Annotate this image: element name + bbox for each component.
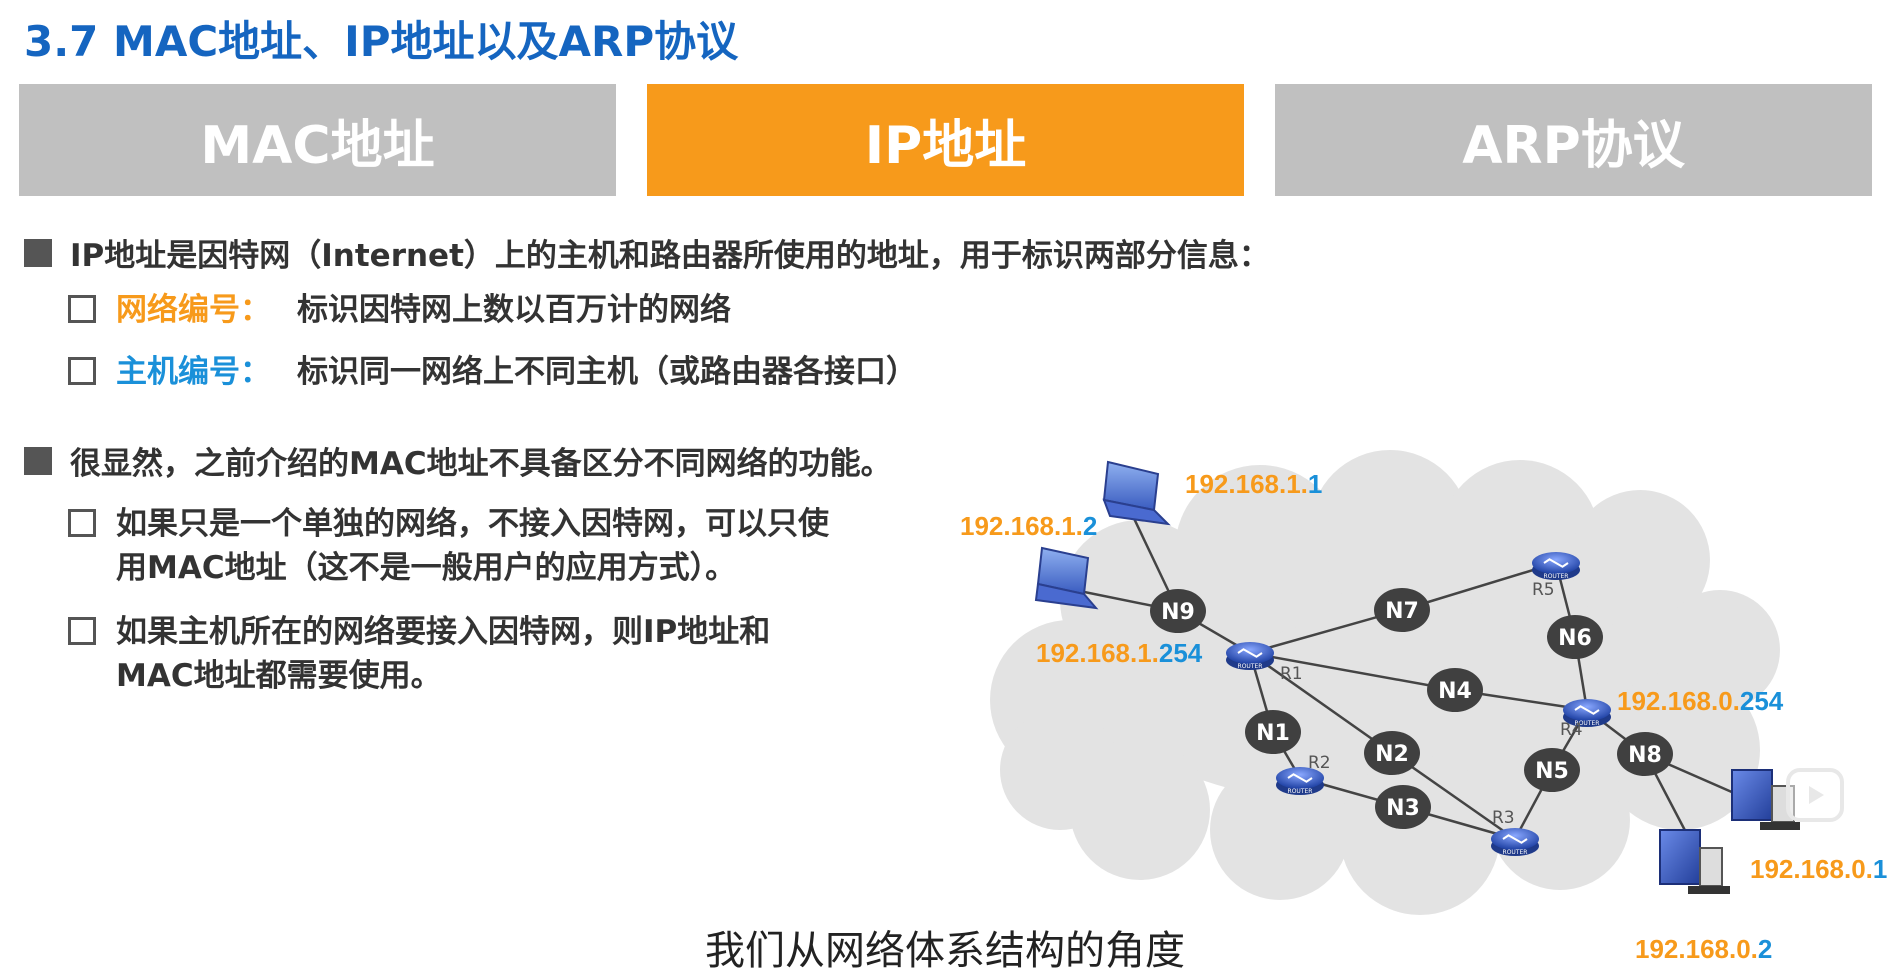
ip-label-192-168-1-254: 192.168.1.254 xyxy=(1036,638,1203,668)
network-node-n6: N6 xyxy=(1547,615,1603,659)
cloud-shape xyxy=(990,450,1780,915)
router-r3-icon: ROUTER xyxy=(1491,828,1539,856)
svg-text:N7: N7 xyxy=(1385,599,1419,624)
empty-square-bullet-icon xyxy=(68,509,96,537)
sub-item-text: 标识同一网络上不同主机（或路由器各接口） xyxy=(297,354,917,390)
svg-text:N4: N4 xyxy=(1438,679,1472,704)
desktop-pc-icon xyxy=(1659,829,1730,894)
ip-label-192-168-0-254: 192.168.0.254 xyxy=(1617,686,1784,716)
ip-label-192-168-1-2: 192.168.1.2 xyxy=(960,511,1097,541)
sub-item-text: 标识因特网上数以百万计的网络 xyxy=(297,292,731,328)
sub-item-text-line2: MAC地址都需要使用。 xyxy=(116,658,442,694)
router-label-r4: R4 xyxy=(1560,720,1583,740)
router-r5-icon: ROUTER xyxy=(1532,552,1580,580)
keyword-network-number: 网络编号： xyxy=(116,292,271,328)
router-r1-icon: ROUTER xyxy=(1226,642,1274,670)
tab-mac-address[interactable]: MAC地址 xyxy=(19,84,616,196)
ip-label-192-168-1-1: 192.168.1.1 xyxy=(1185,469,1322,499)
sub-item-text-line1: 如果只是一个单独的网络，不接入因特网，可以只使 xyxy=(116,506,829,542)
svg-text:ROUTER: ROUTER xyxy=(1288,788,1313,795)
page-title: 3.7 MAC地址、IP地址以及ARP协议 xyxy=(24,17,739,66)
svg-text:N8: N8 xyxy=(1628,743,1662,768)
routers: ROUTER ROUTER ROUTER ROUTER ROUTER xyxy=(1226,552,1611,856)
svg-text:N3: N3 xyxy=(1386,796,1420,821)
play-icon xyxy=(1809,786,1824,804)
network-node-n2: N2 xyxy=(1364,731,1420,775)
network-node-n9: N9 xyxy=(1150,589,1206,633)
sub-item-network-number: 网络编号： 标识因特网上数以百万计的网络 xyxy=(68,288,731,332)
bullet-ip-definition: IP地址是因特网（Internet）上的主机和路由器所使用的地址，用于标识两部分… xyxy=(24,230,1270,275)
tab-ip-address[interactable]: IP地址 xyxy=(647,84,1244,196)
router-r4-icon: ROUTER xyxy=(1563,699,1611,727)
router-label-r5: R5 xyxy=(1532,580,1555,600)
svg-text:N2: N2 xyxy=(1375,742,1409,767)
network-node-n8: N8 xyxy=(1617,732,1673,776)
empty-square-bullet-icon xyxy=(68,617,96,645)
router-label-r1: R1 xyxy=(1280,664,1303,684)
video-subtitle: 我们从网络体系结构的角度 xyxy=(705,928,1185,974)
network-topology-diagram: N9 N7 N6 N4 N1 N2 N5 N3 xyxy=(960,450,1887,964)
video-play-button[interactable] xyxy=(1786,768,1844,822)
svg-text:ROUTER: ROUTER xyxy=(1544,573,1569,580)
svg-text:N5: N5 xyxy=(1535,759,1569,784)
network-node-n3: N3 xyxy=(1375,785,1431,829)
svg-text:N6: N6 xyxy=(1558,626,1592,651)
router-label-r2: R2 xyxy=(1308,753,1331,773)
network-node-n1: N1 xyxy=(1245,710,1301,754)
empty-square-bullet-icon xyxy=(68,357,96,385)
network-node-n4: N4 xyxy=(1427,668,1483,712)
laptop-icon xyxy=(1034,546,1099,610)
sub-item-internet-network: 如果主机所在的网络要接入因特网，则IP地址和 MAC地址都需要使用。 xyxy=(68,610,770,698)
router-r2-icon: ROUTER xyxy=(1276,767,1324,795)
svg-text:ROUTER: ROUTER xyxy=(1503,849,1528,856)
network-node-n5: N5 xyxy=(1524,748,1580,792)
network-node-n7: N7 xyxy=(1374,588,1430,632)
router-label-r3: R3 xyxy=(1492,808,1515,828)
network-nodes: N9 N7 N6 N4 N1 N2 N5 N3 xyxy=(1150,588,1673,829)
sub-item-host-number: 主机编号： 标识同一网络上不同主机（或路由器各接口） xyxy=(68,350,917,394)
svg-text:N9: N9 xyxy=(1161,600,1195,625)
filled-square-bullet-icon xyxy=(24,446,52,475)
ip-labels: 192.168.1.1 192.168.1.2 192.168.1.254 19… xyxy=(960,469,1887,964)
sub-item-text-line2: 用MAC地址（这不是一般用户的应用方式）。 xyxy=(116,550,737,586)
router-labels: R1 R2 R3 R4 R5 xyxy=(1280,580,1583,828)
ip-label-192-168-0-1: 192.168.0.1 xyxy=(1750,854,1887,884)
sub-item-standalone-network: 如果只是一个单独的网络，不接入因特网，可以只使 用MAC地址（这不是一般用户的应… xyxy=(68,502,829,590)
svg-text:N1: N1 xyxy=(1256,721,1290,746)
keyword-host-number: 主机编号： xyxy=(116,354,271,390)
tab-bar: MAC地址 IP地址 ARP协议 xyxy=(19,84,1872,196)
filled-square-bullet-icon xyxy=(24,238,52,267)
bullet-mac-limitation: 很显然，之前介绍的MAC地址不具备区分不同网络的功能。 xyxy=(24,438,892,483)
tab-arp-protocol[interactable]: ARP协议 xyxy=(1275,84,1872,196)
empty-square-bullet-icon xyxy=(68,295,96,323)
svg-text:ROUTER: ROUTER xyxy=(1238,663,1263,670)
laptop-icon xyxy=(1102,460,1171,526)
bullet-text: IP地址是因特网（Internet）上的主机和路由器所使用的地址，用于标识两部分… xyxy=(70,238,1270,274)
sub-item-text-line1: 如果主机所在的网络要接入因特网，则IP地址和 xyxy=(116,614,771,650)
bullet-text: 很显然，之前介绍的MAC地址不具备区分不同网络的功能。 xyxy=(70,446,892,482)
ip-label-192-168-0-2: 192.168.0.2 xyxy=(1635,934,1772,964)
svg-text:ROUTER: ROUTER xyxy=(1575,720,1600,727)
